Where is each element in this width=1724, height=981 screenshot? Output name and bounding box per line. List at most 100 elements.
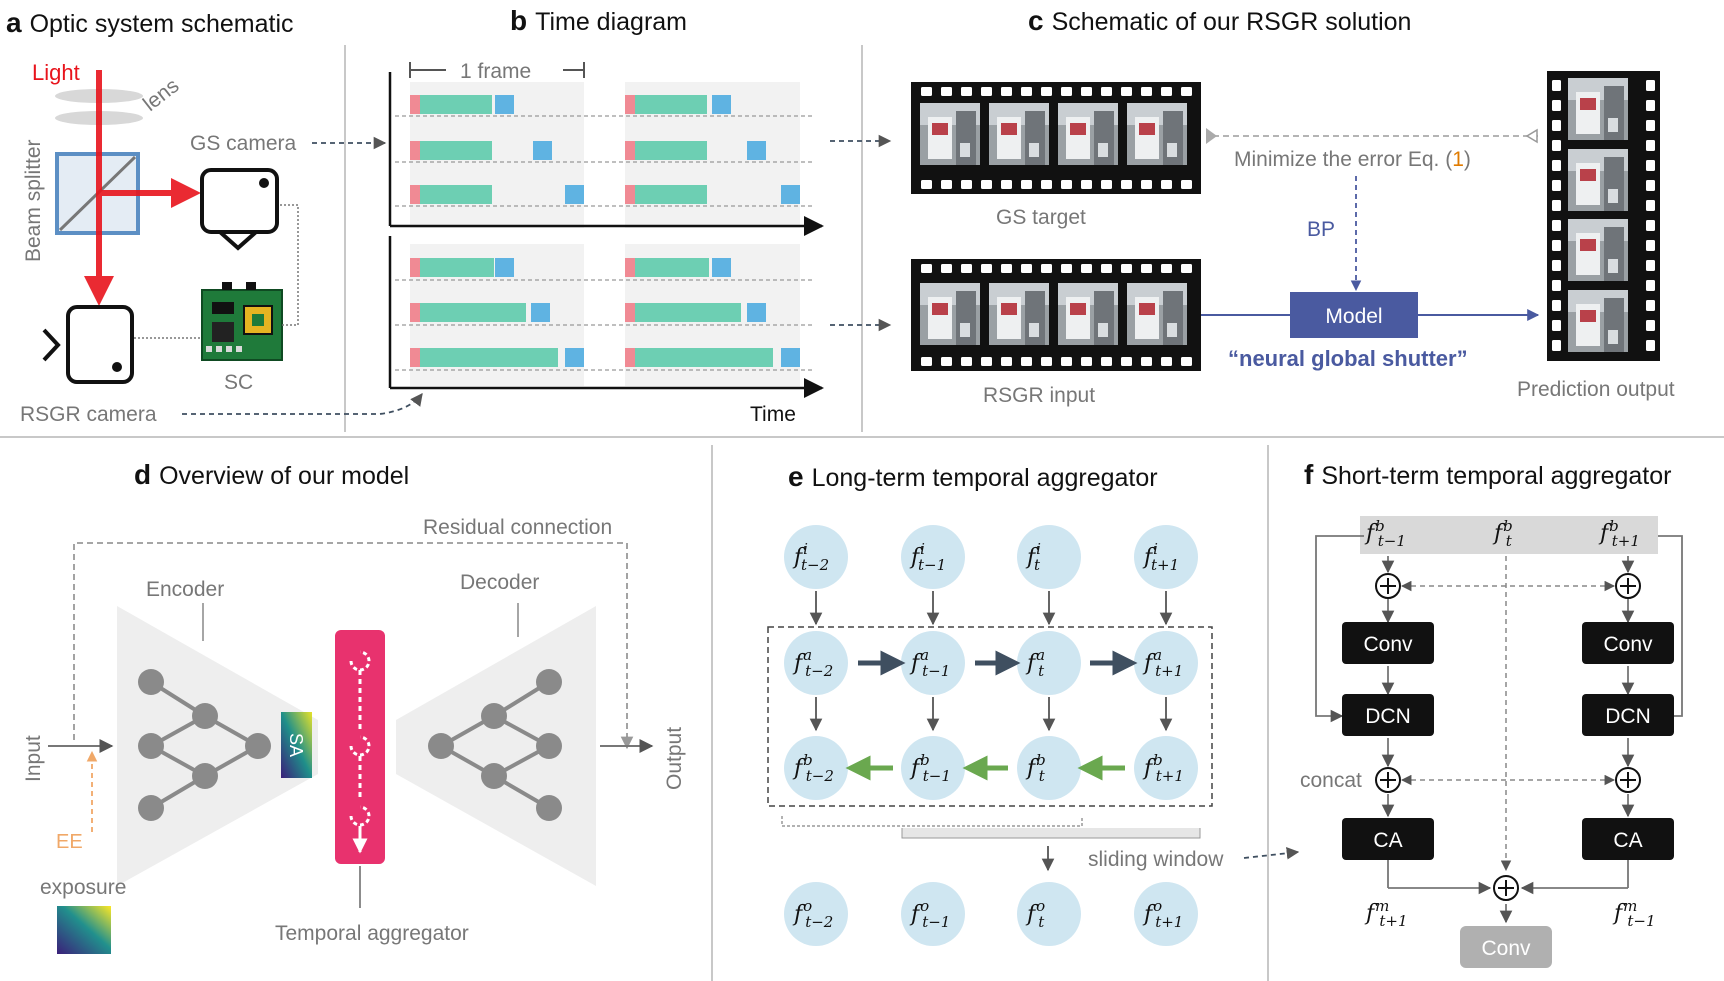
sprocket-hole [1121,357,1132,366]
sprocket-hole [1061,264,1072,273]
row2-frame0-reset-bar [410,185,420,204]
frame-label: 1 frame [460,60,531,83]
encoder-shape [117,606,318,886]
sprocket-hole [1101,180,1112,189]
rsgr-camera-arrow [182,392,423,415]
output-label: Output [663,727,686,790]
sprocket-hole [1646,100,1655,111]
light-label: Light [32,60,80,85]
gs-target-filmstrip [911,82,1201,194]
svg-text:Conv: Conv [1363,633,1413,656]
conv-right: Conv [1582,622,1674,664]
row2-frame1-reset-bar [625,185,635,204]
node-connectors [809,591,1173,732]
encoder-network [138,669,271,821]
sprocket-hole [1061,87,1072,96]
svg-text:Conv: Conv [1481,937,1531,960]
temporal-aggregator-block [335,630,385,864]
row5-frame1-readout-bar [781,348,800,367]
row0-frame1-reset-bar [625,95,635,114]
sprocket-hole [1646,200,1655,211]
neural-global-shutter-label: “neural global shutter” [1228,346,1468,371]
sprocket-hole [1001,87,1012,96]
sprocket-hole [941,87,952,96]
conv-left: Conv [1342,622,1434,664]
sprocket-hole [1552,120,1561,131]
sprocket-hole [1646,240,1655,251]
row4-frame0-readout-bar [531,303,550,322]
sliding-window-arrow [1243,846,1300,860]
row5-frame0-reset-bar [410,348,420,367]
sliding-window-brackets [781,816,1201,839]
svg-text:CA: CA [1613,829,1642,852]
input-feature-bar [1360,516,1658,554]
ee-label: EE [56,831,83,853]
dcn-left: DCN [1342,694,1434,736]
bp-label: BP [1307,218,1335,241]
row0-frame1-readout-bar [712,95,731,114]
row1-frame1-readout-bar [747,141,766,160]
row2-frame0-exposure-bar [420,185,492,204]
row3-frame0-exposure-bar [420,258,494,277]
row2-frame1-readout-bar [781,185,800,204]
sprocket-hole [1552,300,1561,311]
sa-label: SA [286,733,306,757]
sprocket-hole [1646,280,1655,291]
row0-frame0-reset-bar [410,95,420,114]
sprocket-hole [1646,340,1655,351]
temporal-aggregator-label: Temporal aggregator [275,922,469,945]
sprocket-hole [1552,340,1561,351]
sprocket-hole [1646,140,1655,151]
residual-label: Residual connection [423,516,612,539]
rsgr-input-label: RSGR input [983,384,1095,407]
frame-bracket [409,62,585,78]
sprocket-hole [1021,87,1032,96]
sprocket-hole [1552,240,1561,251]
error-arrow-left [1206,128,1217,144]
gs-camera-icon [200,168,279,251]
sprocket-hole [981,357,992,366]
light-beams [84,70,201,306]
sprocket-hole [921,264,932,273]
model-block [1290,292,1418,338]
sprocket-hole [1161,357,1172,366]
sprocket-hole [961,87,972,96]
sprocket-hole [1121,180,1132,189]
exposure-label: exposure [40,876,126,899]
short-term-lines [1315,535,1683,924]
sprocket-hole [1021,180,1032,189]
sprocket-hole [1161,264,1172,273]
temporal-aggregator-loops [349,650,371,854]
sprocket-hole [981,87,992,96]
sprocket-hole [1181,264,1192,273]
row4-frame0-exposure-bar [420,303,526,322]
ca-left: CA [1342,818,1434,860]
sprocket-hole [1121,87,1132,96]
sa-block [281,712,312,778]
sprocket-hole [1141,87,1152,96]
sprocket-hole [1646,180,1655,191]
decoder-shape [396,606,596,886]
sprocket-hole [1041,87,1052,96]
prediction-filmstrip [1547,71,1660,361]
error-arrow-right [1525,128,1538,144]
sprocket-hole [1061,357,1072,366]
sprocket-hole [1646,80,1655,91]
sprocket-hole [1646,260,1655,271]
sprocket-hole [981,180,992,189]
